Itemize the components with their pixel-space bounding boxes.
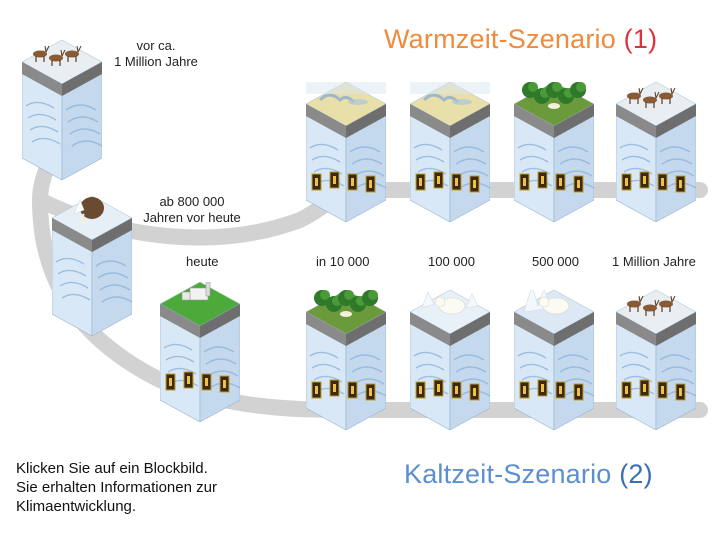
warm-scenario-title: Warmzeit-Szenario (1)	[384, 24, 657, 55]
block-past-1m[interactable]	[22, 40, 102, 180]
label-800k: ab 800 000 Jahren vor heute	[143, 194, 241, 225]
block-cold-500k[interactable]	[514, 290, 594, 430]
warm-title-text: Warmzeit-Szenario	[384, 24, 616, 54]
cold-title-number: (2)	[619, 459, 653, 489]
block-warm-10k[interactable]	[306, 82, 386, 222]
block-today[interactable]	[160, 282, 240, 422]
cold-scenario-title: Kaltzeit-Szenario (2)	[404, 459, 653, 490]
block-cold-1m[interactable]	[616, 290, 696, 430]
label-one-million-ago: vor ca. 1 Million Jahre	[114, 38, 198, 69]
info-text: Klicken Sie auf ein Blockbild. Sie erhal…	[16, 460, 217, 515]
block-warm-100k[interactable]	[410, 82, 490, 222]
label-100000: 100 000	[428, 254, 475, 269]
warm-title-number: (1)	[623, 24, 658, 54]
block-cold-10k[interactable]	[306, 290, 386, 430]
label-500000: 500 000	[532, 254, 579, 269]
block-warm-1m[interactable]	[616, 82, 696, 222]
block-past-800k[interactable]	[52, 196, 132, 336]
block-warm-500k[interactable]	[514, 82, 594, 222]
label-in-10000: in 10 000	[316, 254, 370, 269]
cold-title-text: Kaltzeit-Szenario	[404, 459, 612, 489]
label-today: heute	[186, 254, 219, 269]
block-cold-100k[interactable]	[410, 290, 490, 430]
label-1-million-future: 1 Million Jahre	[612, 254, 696, 269]
